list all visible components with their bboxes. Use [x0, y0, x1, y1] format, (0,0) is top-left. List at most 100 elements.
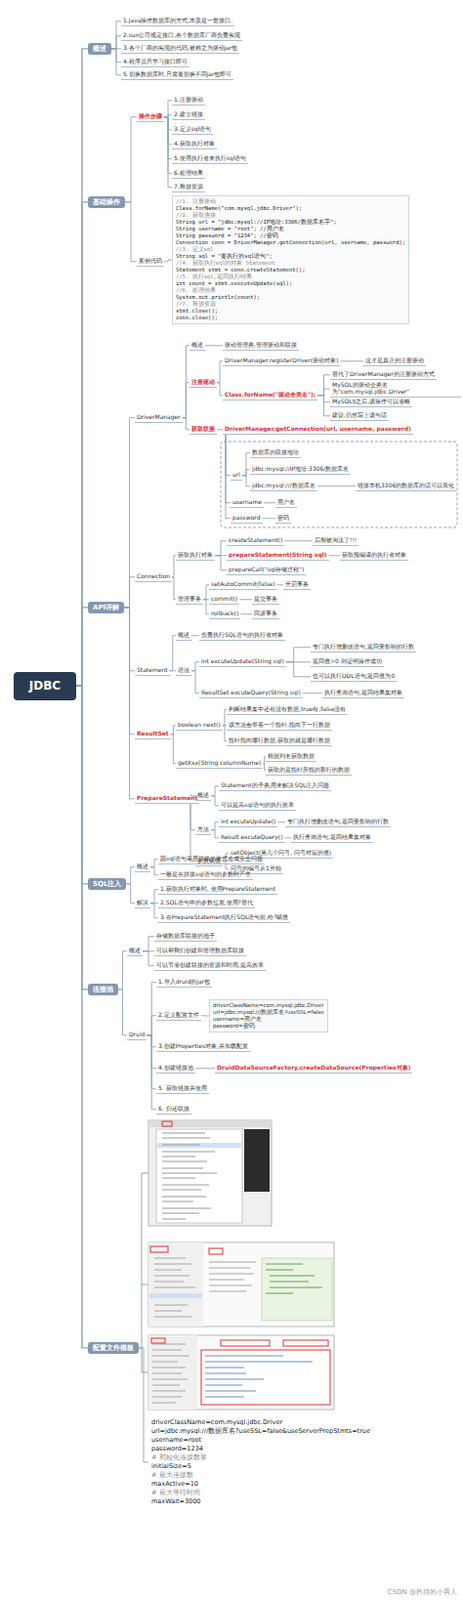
topic-text: 3.在PrepareStatement执行SQL语句前,给?赋值: [160, 913, 289, 922]
sub-topic: jdbc:mysql://IP地址:3306/数据库名: [250, 464, 351, 475]
topic-text: 管理事务: [177, 594, 202, 603]
code-line: url=jdbc:mysql:///数据库名?useSSL=false&useS…: [151, 1427, 371, 1436]
topic-text: 执行查询语句,返回结果集对象: [293, 833, 372, 842]
topic-text: ResultSet excuteQuery(String sql): [201, 688, 301, 697]
branch-connector: [118, 989, 127, 1036]
sub-topic: 返回值>0 则证明操作成功: [310, 657, 384, 668]
branch-connector: [317, 388, 331, 396]
topic-text: 5.切换数据库时,只需要切换不同jar包即可: [123, 70, 232, 79]
sub-topic: int excuteUpdate(): [218, 817, 278, 828]
main-topic: SQL注入: [87, 878, 127, 891]
branch-connector: [164, 100, 172, 118]
sub-topic: 获取预编译的执行者对象: [339, 550, 409, 561]
branch-connector: [125, 202, 137, 262]
sub-topic: Class.forName("驱动全类名");: [222, 390, 318, 401]
topic-text: 4.获取执行对象: [173, 139, 215, 148]
sub-topic: 替代了DriverManager的注册驱动方式: [330, 370, 437, 380]
sub-topic: Statement: [134, 666, 170, 676]
sub-topic: Druid: [126, 1030, 147, 1041]
sub-topic: 后期被淘汰了!!!: [312, 536, 359, 547]
sub-topic: 获取联接: [189, 424, 217, 435]
topic-text: 概述: [177, 631, 190, 639]
topic-text: 1.获取执行对象时, 使用PrepareStatement: [160, 884, 276, 893]
topic-text: 一般是在拼接sql语句的参数时产生: [160, 870, 252, 879]
sub-topic: 获取的是指针所指的那行的数据: [265, 765, 352, 776]
topic-text: Result excuteQuery(): [220, 833, 284, 842]
topic-text: 可以节省创建联接的资源和时间,提高效率: [156, 961, 264, 969]
sub-topic: boolean next(): [175, 720, 223, 731]
topic-text: int excuteUpdate(String sql): [201, 657, 285, 666]
sub-topic: DriverManager: [134, 413, 183, 423]
branch-connector: [240, 613, 253, 615]
code-line: String url = "jdbc:mysql://IP地址:3306/数据库…: [175, 218, 406, 226]
sub-topic: prepareStatement(String sql): [226, 550, 330, 561]
sub-topic: 提交事务: [252, 594, 280, 605]
sub-topic: url: [230, 470, 243, 481]
topic-text: 驱动管理类,管理驱动和联接: [224, 340, 297, 349]
code-line: url=jdbc:mysql:///数据库名?useSSL=false: [212, 1009, 325, 1016]
branch-connector: [124, 607, 135, 800]
code-line: System.out.println(count);: [175, 294, 406, 301]
branch-connector: [284, 540, 313, 542]
topic-text: 1.导入druid的jar包: [158, 977, 211, 986]
topic-text: prepareCall("sql存储过程"): [228, 565, 304, 574]
sub-topic: 2.SQL语句中的参数位置,使用?替代: [158, 898, 255, 909]
sub-topic: 1.导入druid的jar包: [156, 977, 212, 988]
code-line: String sql = "要执行的sql语句";: [175, 252, 406, 260]
sub-topic: DriverManager.getConnection(url, usernam…: [222, 424, 414, 435]
branch-connector: [286, 662, 311, 677]
branch-connector: [111, 48, 122, 76]
topic-text: 概述: [191, 340, 204, 349]
sub-topic: 执行查询语句,返回结果集对象: [291, 833, 374, 843]
code-line: maxActive=10: [151, 1479, 371, 1489]
topic-text: 4.程序员只学习接口即可: [123, 57, 188, 66]
topic-text: 4.创建链接池: [158, 1063, 194, 1072]
topic-text: 获取预编译的执行者对象: [341, 550, 407, 559]
topic-text: 也可以执行DDL语句,返回值为0: [312, 672, 395, 680]
branch-connector: [317, 395, 331, 417]
branch-connector: [210, 830, 219, 839]
code-box: //1. 注册驱动Class.forName("com.mysql.jdbc.D…: [171, 195, 410, 325]
topic-text: DriverManager.registerDriver(驱动对象): [224, 356, 338, 365]
screenshot-highlight: [209, 1248, 223, 1255]
sub-topic: 概述: [175, 631, 192, 641]
sub-topic: 可以提高sql语句的执行效率: [218, 800, 296, 811]
sub-topic: 2.定义配置文件: [156, 1010, 202, 1021]
sub-topic: password: [230, 513, 263, 524]
branch-connector: [262, 517, 277, 519]
branch-connector: [210, 786, 219, 797]
topic-text: Class.forName("驱动全类名");: [224, 390, 316, 399]
screenshot-template-editor: [201, 1349, 331, 1405]
branch-connector: [124, 577, 135, 608]
topic-text: jdbc:mysql:///数据库名: [252, 481, 316, 490]
screenshot-code-lines: [265, 1263, 323, 1294]
sub-topic: rollback(): [209, 609, 241, 620]
topic-text: 提交事务: [253, 594, 278, 603]
sub-topic: 根据列名获取数据: [265, 752, 317, 762]
topic-text: 3.各个厂商的实现的代码,被称之为驱动jar包: [123, 43, 238, 52]
branch-connector: [126, 883, 135, 904]
sub-topic: 注册驱动: [189, 378, 217, 388]
code-line: Connection conn = DriverManager.getConne…: [175, 239, 406, 247]
sub-topic: MySQL的驱动全类名为"com.mysql.jdbc.Driver": [330, 380, 462, 398]
sub-topic: 6. 归还联接: [156, 1104, 192, 1115]
sub-topic: prepareCall("sql存储过程"): [226, 565, 306, 576]
sub-topic: 用户名: [275, 498, 297, 508]
sub-topic: 指针指向哪行数据,获取的就是哪行数据: [226, 736, 333, 747]
screenshot-list-items: [209, 1262, 256, 1292]
branch-connector: [195, 1067, 215, 1069]
topic-text: username: [232, 498, 262, 506]
code-line: conn.close();: [175, 314, 406, 322]
topic-text: 专门执行增删改语句,返回受影响的行数: [287, 817, 389, 826]
screenshot-selected-row: [149, 1293, 203, 1299]
branch-connector: [150, 867, 159, 876]
branch-connector: [126, 867, 135, 884]
main-topic: 概述: [87, 42, 112, 56]
sub-topic: 概述: [195, 791, 211, 801]
topic-text: 这才是真正的注册驱动: [365, 356, 424, 365]
branch-connector: [242, 475, 251, 487]
screenshot-sidebar: [148, 1335, 198, 1410]
screenshot-highlight: [162, 1121, 172, 1127]
code-line: //1. 注册驱动: [175, 198, 406, 206]
topic-text: 2.定义配置文件: [158, 1010, 200, 1019]
